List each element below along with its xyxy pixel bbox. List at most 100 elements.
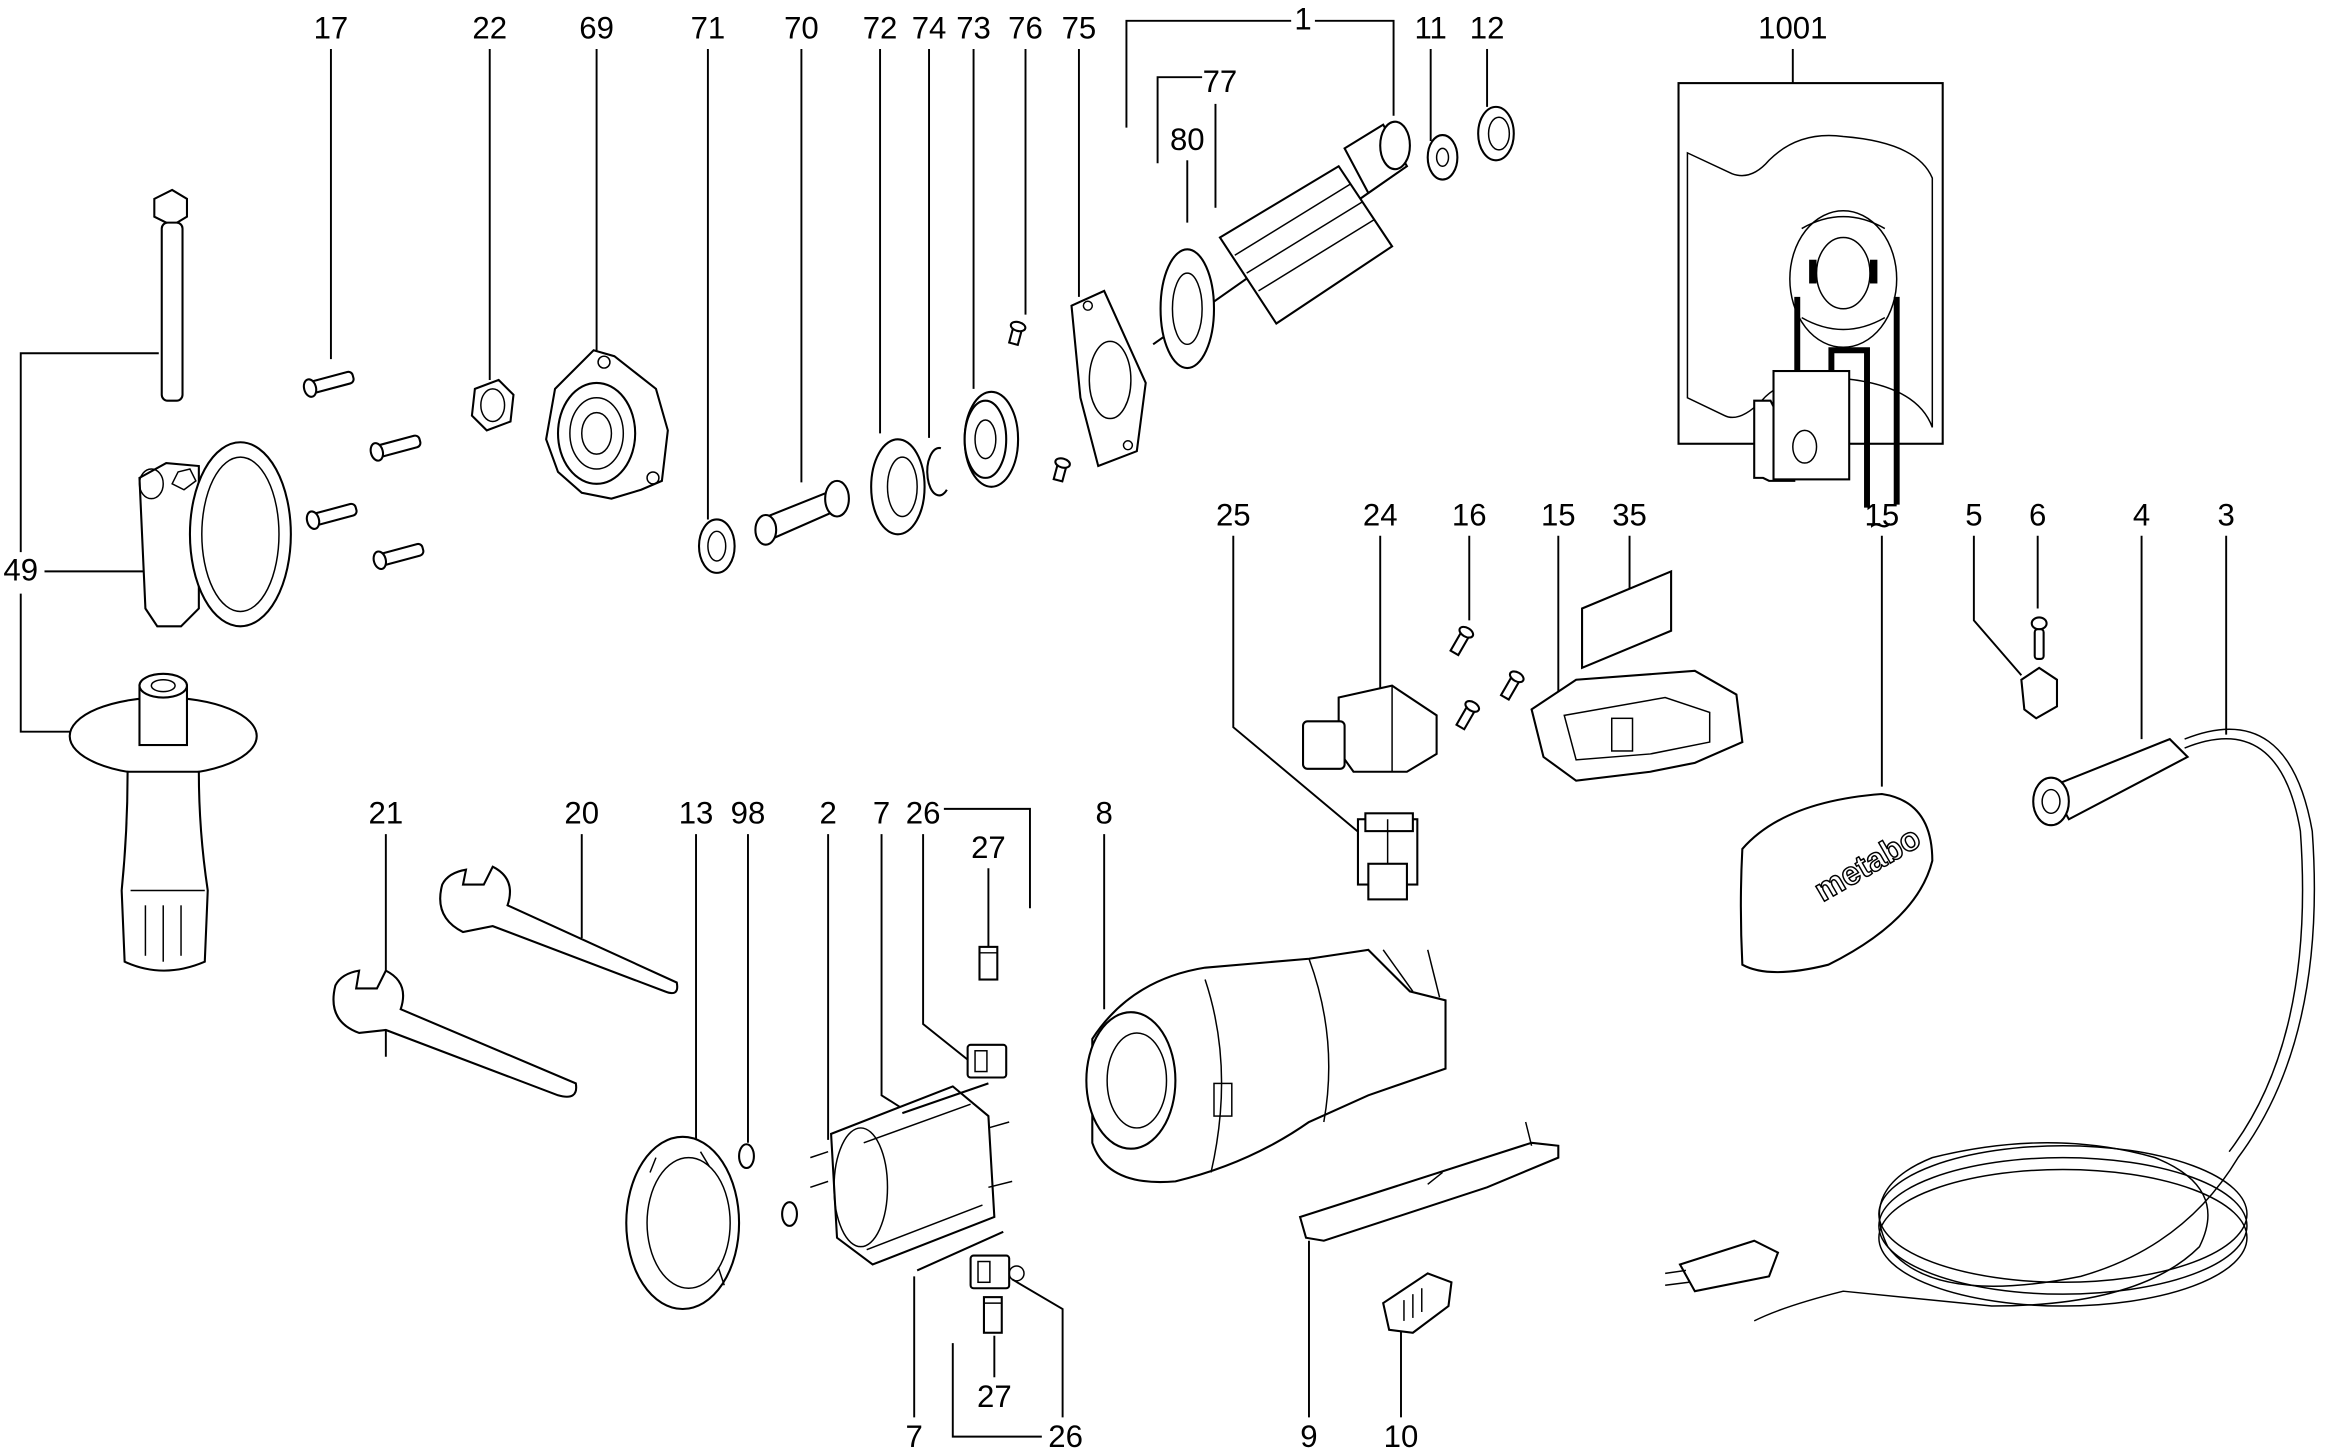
bearing-73 <box>963 390 1020 488</box>
callout-1[interactable]: 1 <box>1125 2 1395 128</box>
callout-label: 70 <box>784 11 819 46</box>
callout-71[interactable]: 71 <box>691 11 726 520</box>
slide-switch-9 <box>1298 1121 1560 1242</box>
callout-label: 5 <box>1965 497 1982 532</box>
callout-label: 25 <box>1216 497 1251 532</box>
screw-76-group <box>1007 320 1071 483</box>
callout-1001[interactable]: 1001 <box>1758 11 1827 84</box>
callout-label: 11 <box>1415 11 1447 46</box>
callout-9[interactable]: 9 <box>1300 1240 1318 1450</box>
callout-22[interactable]: 22 <box>472 11 507 380</box>
callout-label: 24 <box>1363 497 1398 532</box>
callout-label: 15 <box>1541 497 1576 532</box>
callout-76[interactable]: 76 <box>1008 11 1043 315</box>
callout-17[interactable]: 17 <box>314 11 349 360</box>
callout-3[interactable]: 3 <box>2218 497 2235 735</box>
callout-label: 7 <box>906 1419 923 1450</box>
callout-label: 4 <box>2133 497 2150 532</box>
callout-label: 9 <box>1300 1419 1317 1450</box>
brush-holder-26-upper <box>966 1043 1008 1079</box>
callout-6[interactable]: 6 <box>2029 497 2046 609</box>
handle-49 <box>68 672 258 972</box>
callout-24[interactable]: 24 <box>1363 497 1398 692</box>
brush-holder-26-lower <box>969 1254 1025 1290</box>
pin-7-lower <box>916 1230 1004 1272</box>
callout-label: 20 <box>564 796 599 831</box>
callout-label: 8 <box>1096 796 1113 831</box>
callout-75[interactable]: 75 <box>1062 11 1097 297</box>
callout-26-upper[interactable]: 26 <box>906 796 1031 1061</box>
screw-17-group <box>302 370 425 571</box>
callout-label: 76 <box>1008 11 1043 46</box>
callout-label: 17 <box>314 11 349 46</box>
switch-25 <box>1356 812 1419 901</box>
callout-label: 69 <box>579 11 614 46</box>
callout-70[interactable]: 70 <box>784 11 819 483</box>
circlip-74 <box>926 446 948 497</box>
bolt-49 <box>153 188 189 402</box>
callout-15-lower[interactable]: 15 <box>1865 497 1900 787</box>
callout-8[interactable]: 8 <box>1096 796 1113 1010</box>
clip-5 <box>2020 666 2059 720</box>
callout-72[interactable]: 72 <box>863 11 898 434</box>
callout-12[interactable]: 12 <box>1470 11 1505 107</box>
callout-73[interactable]: 73 <box>956 11 991 389</box>
cord-protector-4 <box>2032 737 2190 827</box>
switch-24 <box>1302 684 1438 773</box>
callout-27-lower[interactable]: 27 <box>977 1335 1012 1414</box>
callout-26-lower[interactable]: 26 <box>951 1278 1083 1450</box>
wrench-21 <box>332 969 578 1098</box>
plug <box>1665 1239 1780 1293</box>
callout-label: 35 <box>1612 497 1647 532</box>
callout-label: 21 <box>369 796 404 831</box>
callout-11[interactable]: 11 <box>1415 11 1447 141</box>
callout-label: 10 <box>1384 1419 1419 1450</box>
callout-label: 73 <box>956 11 991 46</box>
callout-label: 6 <box>2029 497 2046 532</box>
callout-69[interactable]: 69 <box>579 11 614 357</box>
callout-7-upper[interactable]: 7 <box>873 796 915 1117</box>
wrench-20 <box>439 865 679 995</box>
callout-77[interactable]: 77 <box>1156 64 1238 208</box>
callout-label: 7 <box>873 796 890 831</box>
callout-16[interactable]: 16 <box>1452 497 1487 621</box>
callout-label: 75 <box>1062 11 1097 46</box>
carbon-brush-27-lower <box>982 1296 1003 1334</box>
callout-label: 77 <box>1203 64 1238 99</box>
callout-49[interactable]: 49 <box>3 352 159 733</box>
callout-4[interactable]: 4 <box>2133 497 2150 740</box>
callout-20[interactable]: 20 <box>564 796 599 938</box>
label-plate-35 <box>1581 569 1673 670</box>
washer-98-group <box>738 1143 798 1227</box>
callout-label: 2 <box>819 796 836 831</box>
callout-10[interactable]: 10 <box>1384 1320 1419 1450</box>
power-cord-3 <box>1665 728 2316 1322</box>
callout-5[interactable]: 5 <box>1965 497 2023 676</box>
callout-15-upper[interactable]: 15 <box>1541 497 1576 698</box>
disc-72 <box>870 438 926 536</box>
pin-7-upper <box>901 1082 989 1115</box>
callout-label: 71 <box>691 11 726 46</box>
callout-74[interactable]: 74 <box>912 11 947 438</box>
callout-21[interactable]: 21 <box>369 796 404 1057</box>
field-coil-2 <box>810 1085 1013 1266</box>
callout-label: 1001 <box>1758 11 1827 46</box>
callout-25[interactable]: 25 <box>1216 497 1362 835</box>
callout-2[interactable]: 2 <box>819 796 837 1140</box>
callout-label: 72 <box>863 11 898 46</box>
clamp-49 <box>138 441 292 628</box>
callout-label: 74 <box>912 11 947 46</box>
callout-80[interactable]: 80 <box>1170 122 1205 223</box>
callout-label: 12 <box>1470 11 1505 46</box>
callout-27-upper[interactable]: 27 <box>971 830 1006 947</box>
callout-label: 13 <box>679 796 714 831</box>
housing-cover-15-lower: metabo <box>1739 792 1934 974</box>
callout-label: 27 <box>971 830 1006 865</box>
callout-7-lower[interactable]: 7 <box>906 1276 923 1450</box>
callout-98[interactable]: 98 <box>731 796 766 1143</box>
callout-label: 26 <box>1048 1419 1083 1450</box>
gear-housing-69 <box>545 349 669 500</box>
armature-1 <box>1152 120 1411 370</box>
callout-label: 49 <box>3 552 38 587</box>
